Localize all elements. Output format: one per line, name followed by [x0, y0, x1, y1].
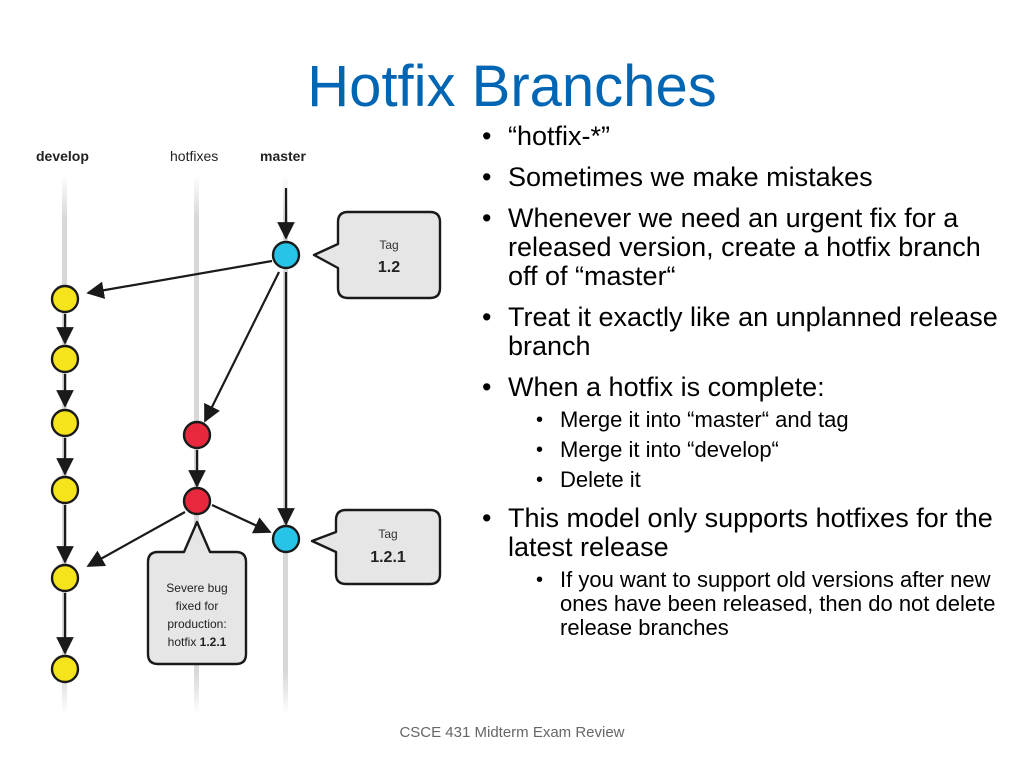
arrow-master-to-develop: [86, 259, 273, 299]
arrow-hotfix-to-master: [211, 504, 272, 534]
tag-label: Tag: [378, 527, 397, 541]
sub-bullet-text: Merge it into “master“ and tag: [560, 407, 849, 432]
sub-bullet-text: If you want to support old versions afte…: [560, 567, 996, 640]
note-prefix: hotfix: [168, 635, 200, 649]
bullet-text: Whenever we need an urgent fix for a rel…: [508, 203, 981, 291]
develop-commit: [50, 563, 80, 593]
bullet-list: “hotfix-*” Sometimes we make mistakes Wh…: [480, 122, 1010, 652]
lane-label-master: master: [260, 148, 306, 164]
lane-label-hotfixes: hotfixes: [170, 148, 218, 164]
tag-callout-1-2: Tag 1.2: [312, 210, 442, 300]
develop-commit: [50, 284, 80, 314]
lane-label-develop: develop: [36, 148, 89, 164]
bullet-item: Treat it exactly like an unplanned relea…: [480, 303, 1010, 361]
sub-bullet-text: Merge it into “develop“: [560, 437, 779, 462]
bullet-text: This model only supports hotfixes for th…: [508, 503, 993, 562]
bullet-text: When a hotfix is complete:: [508, 372, 825, 402]
master-commit: [271, 524, 301, 554]
arrow-hotfix-to-develop: [86, 511, 186, 567]
bullet-item: When a hotfix is complete: Merge it into…: [480, 372, 1010, 493]
tag-version: 1.2: [378, 259, 400, 276]
note-version: 1.2.1: [200, 635, 227, 649]
bullet-item: Whenever we need an urgent fix for a rel…: [480, 204, 1010, 291]
arrow-master-to-hotfix: [204, 271, 280, 423]
tag-label: Tag: [379, 238, 398, 252]
hotfix-note-callout: Severe bug fixed for production: hotfix …: [146, 520, 248, 666]
tag-version: 1.2.1: [370, 549, 406, 566]
bullet-text: “hotfix-*”: [508, 121, 611, 151]
sub-bullet-item: If you want to support old versions afte…: [508, 568, 1010, 640]
master-commit: [271, 240, 301, 270]
sub-bullet-item: Delete it: [508, 467, 1010, 493]
slide-title: Hotfix Branches: [307, 54, 717, 119]
bullet-item: “hotfix-*”: [480, 121, 1010, 152]
sub-bullet-item: Merge it into “develop“: [508, 437, 1010, 463]
develop-commit: [50, 344, 80, 374]
bullet-item: This model only supports hotfixes for th…: [480, 504, 1010, 640]
hotfix-commit: [182, 486, 212, 516]
note-line: Severe bug: [166, 581, 227, 595]
slide-footer: CSCE 431 Midterm Exam Review: [399, 724, 625, 741]
hotfix-commit: [182, 420, 212, 450]
git-flow-diagram: develop hotfixes master Tag 1.2: [36, 148, 442, 715]
develop-commit: [50, 475, 80, 505]
bullet-text: Sometimes we make mistakes: [508, 162, 873, 192]
sub-bullet-item: Merge it into “master“ and tag: [508, 407, 1010, 433]
bullet-item: Sometimes we make mistakes: [480, 162, 1010, 193]
note-line: production:: [167, 617, 226, 631]
develop-commit: [50, 654, 80, 684]
bullet-text: Treat it exactly like an unplanned relea…: [508, 302, 998, 361]
sub-bullet-list: Merge it into “master“ and tag Merge it …: [508, 407, 1010, 493]
note-line: fixed for: [176, 599, 219, 613]
sub-bullet-text: Delete it: [560, 467, 641, 492]
note-line: hotfix 1.2.1: [168, 635, 227, 649]
develop-commit: [50, 408, 80, 438]
tag-callout-1-2-1: Tag 1.2.1: [310, 508, 442, 586]
sub-bullet-list: If you want to support old versions afte…: [508, 568, 1010, 640]
